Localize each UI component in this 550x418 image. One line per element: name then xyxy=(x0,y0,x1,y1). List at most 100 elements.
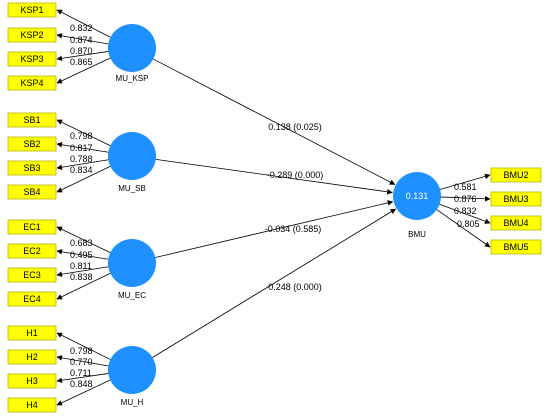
indicator-sb2[interactable] xyxy=(7,136,57,152)
construct-mu_ksp[interactable] xyxy=(108,24,156,72)
loading-value-ec2: 0.495 xyxy=(70,250,93,260)
indicator-label-ec3: EC3 xyxy=(23,270,41,280)
path-coefficient-mu_ksp: 0.138 (0.025) xyxy=(268,122,322,132)
r-squared-bmu: 0.131 xyxy=(406,191,429,201)
loading-value-h1: 0.798 xyxy=(70,346,93,356)
loading-arrow-h2 xyxy=(56,355,110,367)
construct-label-mu_sb: MU_SB xyxy=(118,184,146,193)
construct-bmu[interactable] xyxy=(393,172,441,220)
construct-mu_ec[interactable] xyxy=(108,239,156,287)
indicator-ksp4[interactable] xyxy=(7,75,57,91)
loading-value-bmu5: 0.805 xyxy=(457,219,480,229)
loading-value-sb1: 0.798 xyxy=(70,131,93,141)
loading-value-ksp4: 0.865 xyxy=(70,57,93,67)
loading-value-sb3: 0.788 xyxy=(70,154,93,164)
indicator-bmu2[interactable] xyxy=(490,167,542,183)
indicator-ksp2[interactable] xyxy=(7,27,57,43)
loading-arrow-h3 xyxy=(56,372,110,384)
indicator-sb1[interactable] xyxy=(7,112,57,128)
indicator-label-ec2: EC2 xyxy=(23,246,41,256)
loading-arrow-ksp4 xyxy=(56,57,112,84)
path-arrow-mu_ec-bmu xyxy=(155,200,394,258)
loading-arrow-sb2 xyxy=(56,142,110,153)
path-coefficient-mu_h: 0.248 (0.000) xyxy=(268,282,322,292)
construct-mu_sb[interactable] xyxy=(108,132,156,180)
indicator-label-ksp2: KSP2 xyxy=(20,30,43,40)
loading-arrow-ec4 xyxy=(56,272,112,300)
loading-value-ec4: 0.838 xyxy=(70,272,93,282)
loading-value-ksp3: 0.870 xyxy=(70,46,93,56)
indicator-label-bmu4: BMU4 xyxy=(503,218,528,228)
loading-value-ksp1: 0.832 xyxy=(70,23,93,33)
loading-arrow-sb3 xyxy=(56,159,110,170)
loading-value-ec3: 0.811 xyxy=(70,261,92,271)
loading-value-bmu2: 0.581 xyxy=(454,182,477,192)
loading-value-sb2: 0.817 xyxy=(70,143,93,153)
indicator-h1[interactable] xyxy=(7,325,57,341)
indicator-ec4[interactable] xyxy=(7,291,57,307)
construct-label-bmu: BMU xyxy=(408,230,426,239)
loading-arrow-sb1 xyxy=(56,119,112,147)
loading-value-h3: 0.711 xyxy=(70,368,92,378)
loading-value-h4: 0.848 xyxy=(70,379,93,389)
loading-arrow-bmu2 xyxy=(439,173,491,191)
path-arrow-mu_ksp-bmu xyxy=(153,58,396,185)
indicator-ec2[interactable] xyxy=(7,243,57,259)
loading-arrow-ec1 xyxy=(56,226,112,254)
indicator-label-bmu3: BMU3 xyxy=(503,194,528,204)
indicator-label-ksp3: KSP3 xyxy=(20,54,43,64)
indicator-label-sb1: SB1 xyxy=(23,115,40,125)
loading-arrow-ksp2 xyxy=(56,33,110,45)
indicator-label-ec4: EC4 xyxy=(23,294,41,304)
loading-arrow-h1 xyxy=(56,332,112,361)
indicator-label-h1: H1 xyxy=(26,328,38,338)
loading-value-ec1: 0.683 xyxy=(70,238,93,248)
indicator-label-sb3: SB3 xyxy=(23,163,40,173)
indicator-ksp3[interactable] xyxy=(7,51,57,67)
loading-value-ksp2: 0.874 xyxy=(70,35,93,45)
construct-label-mu_ksp: MU_KSP xyxy=(116,74,149,83)
path-arrow-mu_h-bmu xyxy=(152,208,397,358)
loading-value-h2: 0.770 xyxy=(70,357,93,367)
indicator-label-ksp1: KSP1 xyxy=(20,5,43,15)
indicator-label-ksp4: KSP4 xyxy=(20,78,43,88)
indicator-h4[interactable] xyxy=(7,397,57,413)
indicator-label-h3: H3 xyxy=(26,376,38,386)
indicator-ksp1[interactable] xyxy=(7,2,57,18)
indicator-label-sb2: SB2 xyxy=(23,139,40,149)
indicator-h2[interactable] xyxy=(7,349,57,365)
loading-arrow-sb4 xyxy=(56,165,112,193)
indicator-ec3[interactable] xyxy=(7,267,57,283)
loading-arrow-ec2 xyxy=(56,249,110,260)
indicator-sb3[interactable] xyxy=(7,160,57,176)
loading-arrow-bmu3 xyxy=(439,195,491,202)
path-coefficient-mu_ec: -0.034 (0.585) xyxy=(265,224,322,234)
loading-value-bmu4: 0.832 xyxy=(454,206,477,216)
indicator-bmu5[interactable] xyxy=(490,239,542,255)
loading-value-bmu3: 0.876 xyxy=(454,194,477,204)
indicator-ec1[interactable] xyxy=(7,219,57,235)
loading-arrow-ksp3 xyxy=(56,50,110,62)
indicator-bmu3[interactable] xyxy=(490,191,542,207)
indicator-label-h2: H2 xyxy=(26,352,38,362)
loading-arrow-h4 xyxy=(56,379,112,406)
loading-value-sb4: 0.834 xyxy=(70,165,93,175)
loading-arrow-bmu4 xyxy=(438,203,491,224)
construct-mu_h[interactable] xyxy=(108,346,156,394)
indicator-label-bmu5: BMU5 xyxy=(503,242,528,252)
indicator-label-ec1: EC1 xyxy=(23,222,41,232)
loading-arrow-bmu5 xyxy=(435,208,491,248)
loading-arrow-ksp1 xyxy=(56,9,112,39)
construct-label-mu_ec: MU_EC xyxy=(118,291,146,300)
indicator-bmu4[interactable] xyxy=(490,215,542,231)
path-coefficient-mu_sb: -0.289 (0.000) xyxy=(267,170,324,180)
indicator-sb4[interactable] xyxy=(7,184,57,200)
path-arrow-mu_sb-bmu xyxy=(155,158,393,195)
indicator-label-bmu2: BMU2 xyxy=(503,170,528,180)
construct-label-mu_h: MU_H xyxy=(121,398,144,407)
loading-arrow-ec3 xyxy=(56,266,110,277)
indicator-h3[interactable] xyxy=(7,373,57,389)
indicator-label-h4: H4 xyxy=(26,400,38,410)
